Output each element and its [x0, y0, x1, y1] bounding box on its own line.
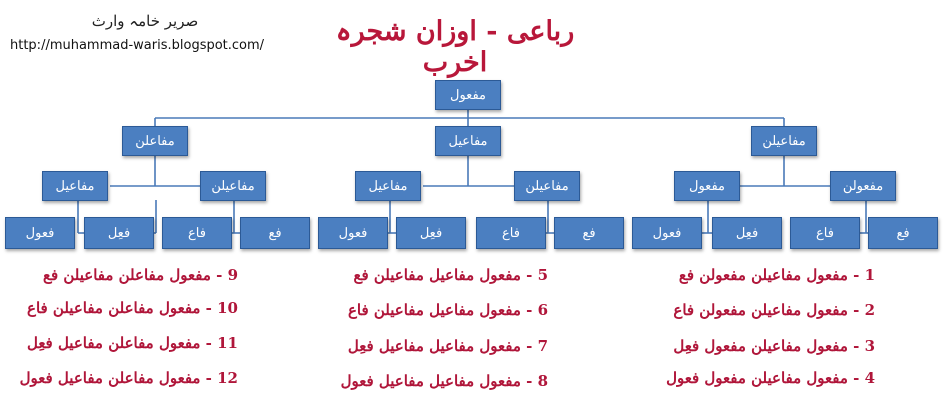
node-leaf-6: فعِل	[396, 217, 466, 249]
meter-12: 12 - مفعول مفاعلن مفاعیل فعول	[19, 369, 238, 387]
node-level2-1: مفاعیل	[42, 171, 108, 201]
meter-4: 4 - مفعول مفاعیلن مفعول فعول	[666, 369, 875, 387]
meter-2: 2 - مفعول مفاعیلن مفعولن فاع	[673, 301, 875, 319]
meter-3: 3 - مفعول مفاعیلن مفعول فعِل	[673, 337, 875, 355]
node-level2-3: مفاعیل	[355, 171, 421, 201]
node-level1-mafaaeel: مفاعیل	[435, 126, 501, 156]
node-level2-5: مفعول	[674, 171, 740, 201]
blog-url[interactable]: http://muhammad-waris.blogspot.com/	[10, 38, 265, 53]
meter-9: 9 - مفعول مفاعلن مفاعیلن فع	[42, 266, 238, 284]
node-level2-6: مفعولن	[830, 171, 896, 201]
meter-6: 6 - مفعول مفاعیل مفاعیلن فاع	[347, 301, 548, 319]
meter-5: 5 - مفعول مفاعیل مفاعیلن فع	[353, 266, 548, 284]
meter-10: 10 - مفعول مفاعلن مفاعیلن فاع	[27, 299, 238, 317]
meter-7: 7 - مفعول مفاعیل مفاعیل فعِل	[347, 337, 548, 355]
node-leaf-4: فع	[240, 217, 310, 249]
node-leaf-12: فع	[868, 217, 938, 249]
node-level1-mufaa-ilun: مفاعلن	[122, 126, 188, 156]
meter-8: 8 - مفعول مفاعیل مفاعیل فعول	[340, 372, 548, 390]
node-leaf-7: فاع	[476, 217, 546, 249]
node-leaf-8: فع	[554, 217, 624, 249]
node-leaf-11: فاع	[790, 217, 860, 249]
node-level2-2: مفاعیلن	[200, 171, 266, 201]
node-leaf-9: فعول	[632, 217, 702, 249]
node-leaf-3: فاع	[162, 217, 232, 249]
node-leaf-1: فعول	[5, 217, 75, 249]
page-title: رباعی - اوزان شجرہ اخرب	[335, 16, 575, 78]
node-level1-mafaaeelun: مفاعیلن	[751, 126, 817, 156]
node-root: مفعول	[435, 80, 501, 110]
meter-1: 1 - مفعول مفاعیلن مفعولن فع	[678, 266, 875, 284]
node-leaf-10: فعِل	[712, 217, 782, 249]
node-leaf-5: فعول	[318, 217, 388, 249]
meter-11: 11 - مفعول مفاعلن مفاعیل فعِل	[26, 334, 238, 352]
author-credit: صریر خامہ وارث	[91, 12, 199, 30]
node-level2-4: مفاعیلن	[514, 171, 580, 201]
node-leaf-2: فعِل	[84, 217, 154, 249]
